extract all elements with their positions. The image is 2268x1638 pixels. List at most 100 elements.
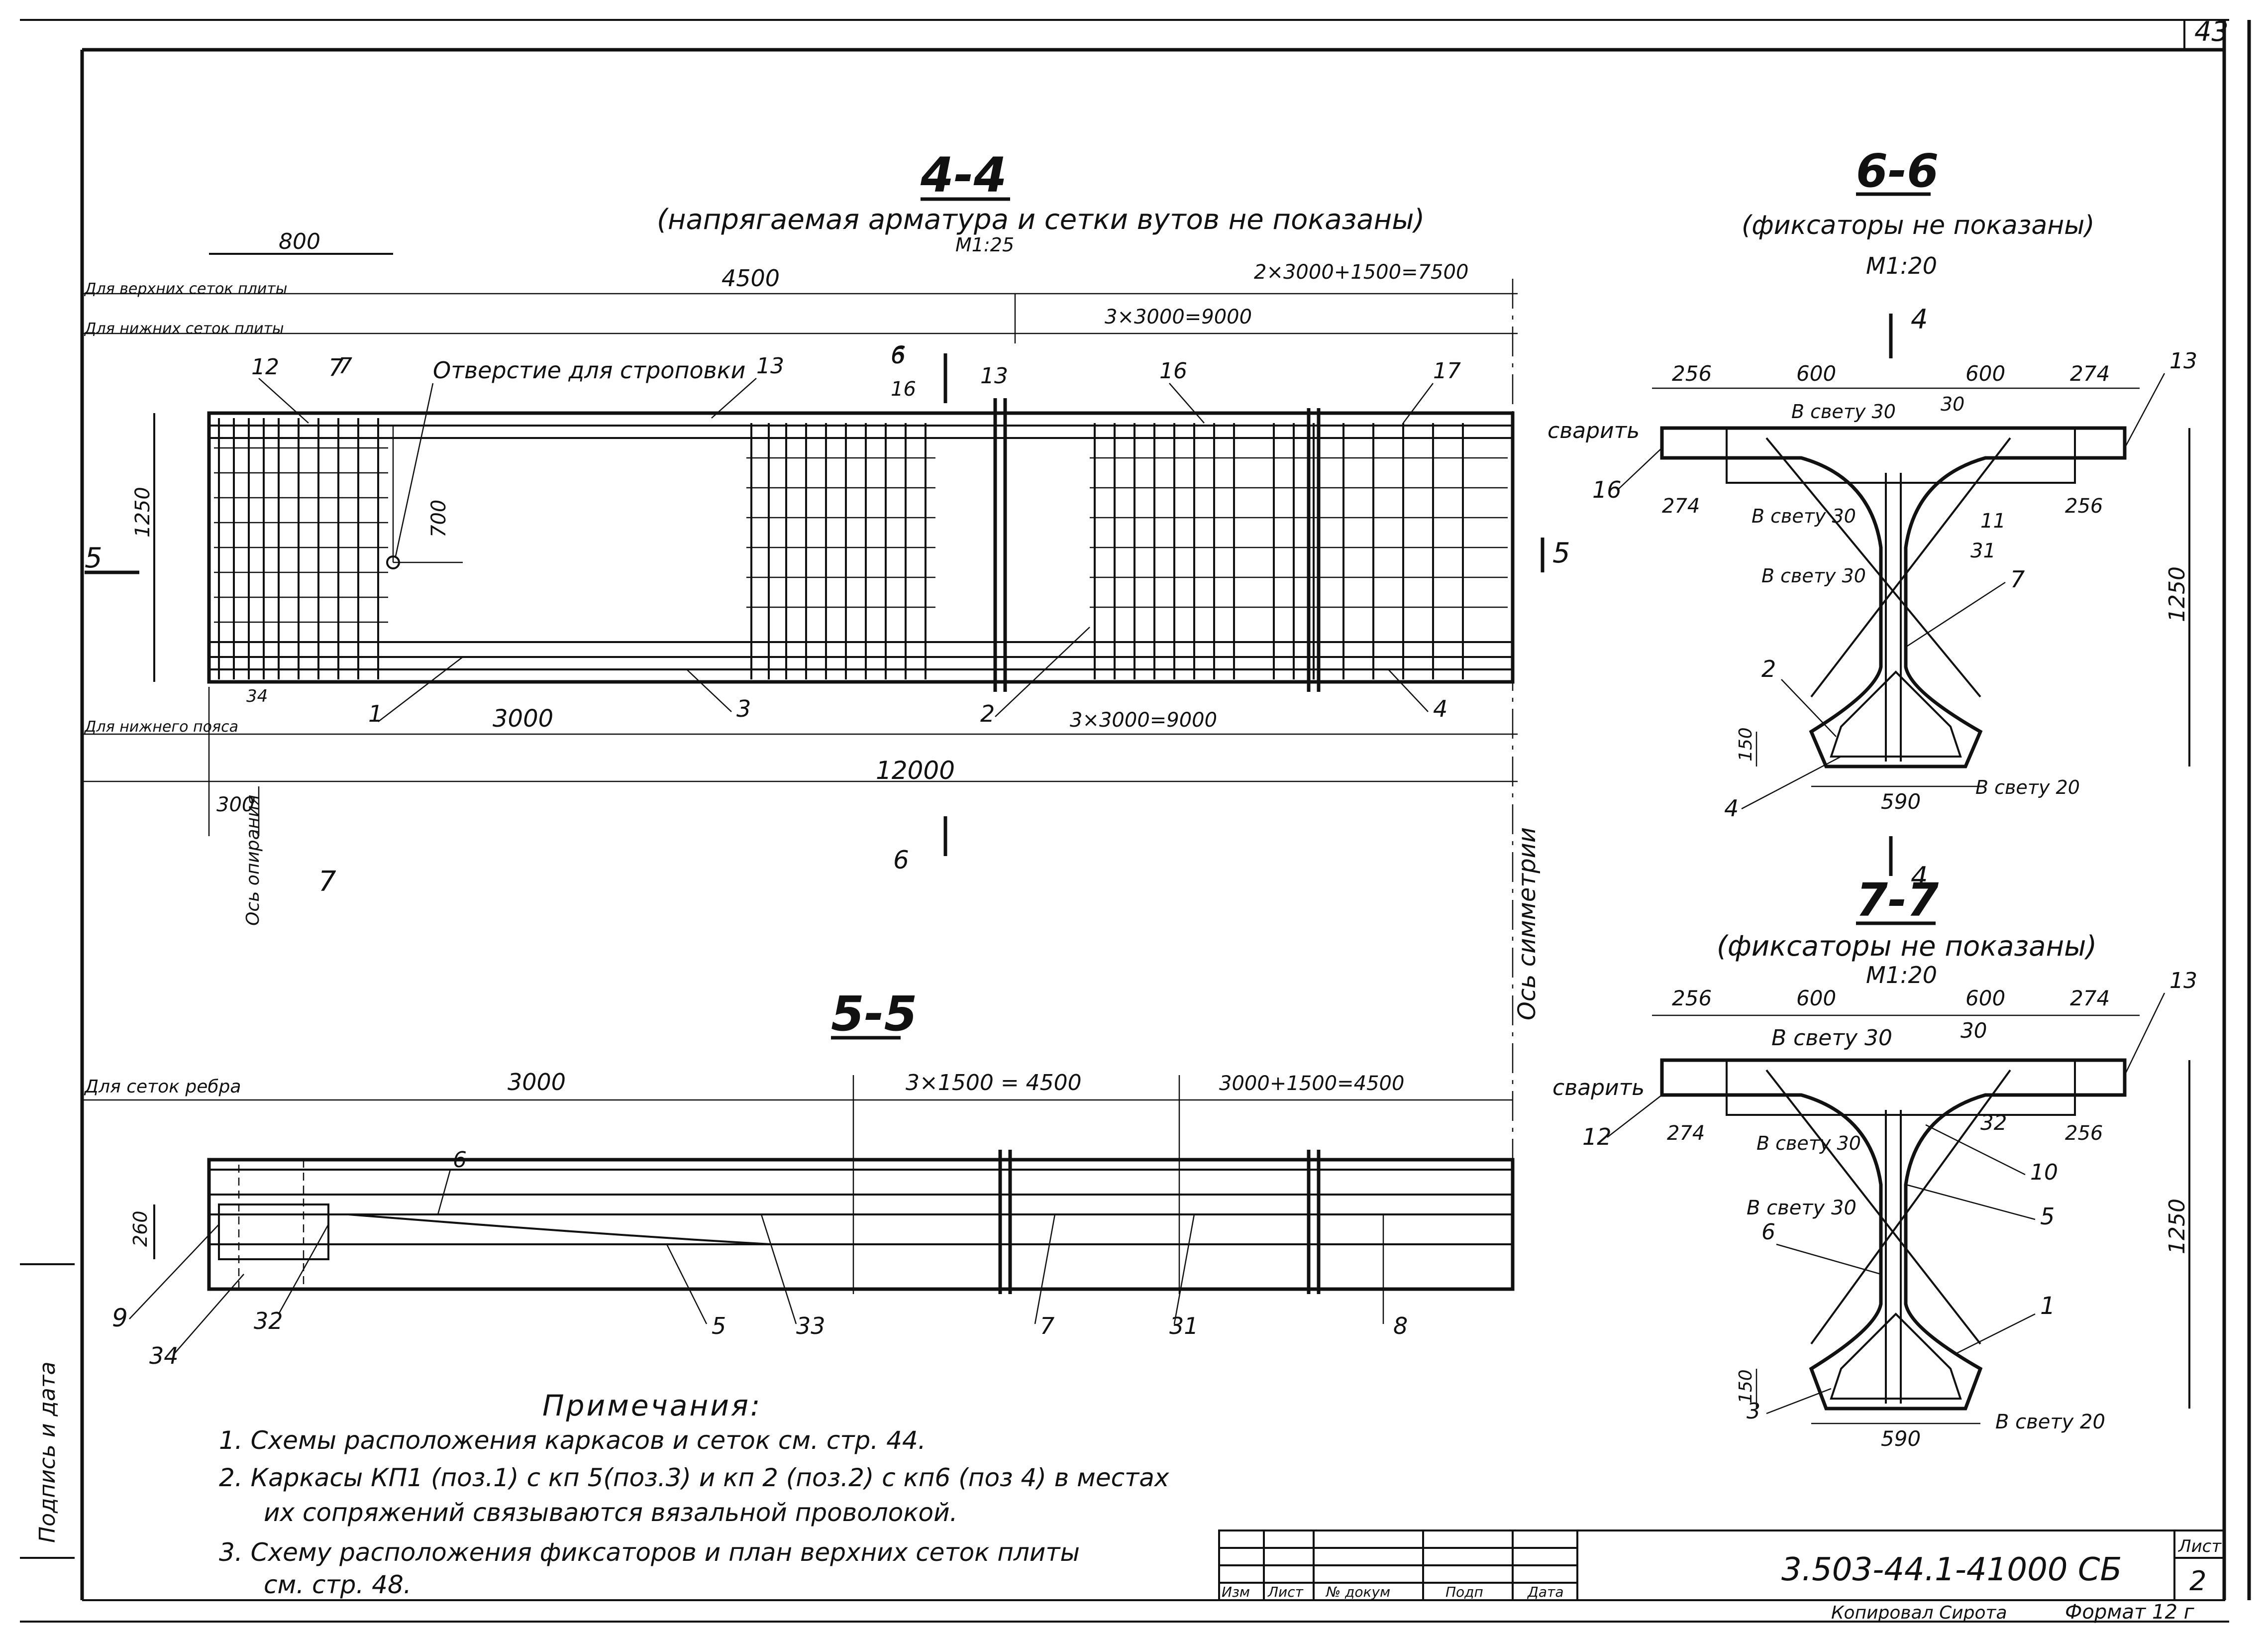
- document-code: 3.503-44.1-41000 СБ: [1781, 1551, 2122, 1588]
- dim-300: 300: [216, 793, 254, 816]
- dim-66-256b: 256: [2065, 495, 2103, 518]
- label-rib-mesh: Для сеток ребра: [84, 1077, 241, 1097]
- callout-77-32: 32: [1980, 1110, 2007, 1135]
- cut-6-bottom: 6: [893, 846, 909, 874]
- section-4-4-subtitle: (напрягаемая арматура и сетки вутов не п…: [657, 204, 1425, 236]
- callout-77-1: 1: [2040, 1292, 2056, 1320]
- notes-heading: Примечания:: [542, 1389, 762, 1422]
- callout-77-3: 3: [1747, 1399, 1760, 1424]
- label-top-mesh: Для верхних сеток плиты: [84, 280, 287, 298]
- clear-77-2: В свету 30: [1756, 1132, 1861, 1154]
- clear-66-1: В свету 30: [1791, 401, 1896, 423]
- clear-77-1: В свету 30: [1771, 1025, 1892, 1051]
- dim-9000-top: 3×3000=9000: [1105, 306, 1252, 328]
- dim-77-600b: 600: [1965, 986, 2005, 1010]
- tb-col-data: Дата: [1527, 1584, 1564, 1600]
- callout-77-10: 10: [2030, 1160, 2058, 1185]
- section-6-6-subtitle: (фиксаторы не показаны): [1742, 211, 2095, 240]
- dim-77-256b: 256: [2065, 1122, 2103, 1145]
- callout-44-16a: 16: [891, 378, 916, 401]
- dim-77-274b: 274: [1667, 1122, 1705, 1145]
- dim-7500: 2×3000+1500=7500: [1254, 261, 1468, 284]
- dim-9000-bottom: 3×3000=9000: [1070, 709, 1217, 732]
- section-7-7-subtitle: (фиксаторы не показаны): [1717, 930, 2097, 963]
- dim-3000-55: 3000: [508, 1069, 566, 1095]
- callout-77-5: 5: [2040, 1203, 2055, 1230]
- callout-66-30: 30: [1941, 393, 1964, 415]
- note-item-3: 3. Схему расположения фиксаторов и план …: [219, 1538, 1080, 1567]
- format: Формат 12 г: [2065, 1601, 2195, 1624]
- label-bottom-mesh: Для нижних сеток плиты: [84, 320, 284, 337]
- callout-66-4: 4: [1724, 795, 1739, 822]
- weld-77: сварить: [1552, 1075, 1645, 1100]
- callout-55-34: 34: [149, 1342, 179, 1369]
- cut-4-top: 4: [1911, 304, 1928, 335]
- dim-4500: 4500: [722, 265, 780, 292]
- dim-4500a: 3×1500 = 4500: [906, 1070, 1082, 1095]
- cage-middle: [746, 423, 935, 679]
- section-4-4-title: 4-4: [920, 147, 1007, 203]
- dim-77-274: 274: [2070, 986, 2110, 1010]
- dim-66-600b: 600: [1965, 361, 2005, 386]
- dim-77-150: 150: [1736, 1369, 1756, 1404]
- sheet-label: Лист: [2177, 1536, 2222, 1556]
- callout-55-6: 6: [453, 1147, 467, 1173]
- dim-66-256: 256: [1672, 361, 1712, 386]
- section-5-5: 5-5 Для сеток ребра 3000 3×1500 = 4500 3…: [82, 986, 1515, 1369]
- clear-66-2: В свету 30: [1752, 505, 1856, 527]
- callout-44-17: 17: [1433, 358, 1461, 384]
- tb-col-list: Лист: [1267, 1584, 1304, 1600]
- dim-77-600a: 600: [1796, 986, 1836, 1010]
- dim-66-590: 590: [1881, 789, 1921, 814]
- copied-by: Копировал Сирота: [1831, 1603, 2007, 1623]
- clear-77-4: В свету 20: [1995, 1411, 2105, 1433]
- label-bottom-belt: Для нижнего пояса: [84, 718, 238, 736]
- callout-44-3: 3: [736, 695, 751, 722]
- dim-3000-44: 3000: [493, 705, 553, 733]
- cage-left: [214, 418, 388, 679]
- sheet-number: 2: [2189, 1565, 2206, 1597]
- dim-34: 34: [246, 686, 268, 706]
- dim-1250-44: 1250: [131, 487, 154, 538]
- callouts-6-6: 13 30 16 11 31 7 2 4: [1592, 348, 2197, 822]
- callout-66-2: 2: [1761, 655, 1776, 682]
- support-axis: Ось опирания: [243, 795, 263, 926]
- tb-col-podp: Подп: [1445, 1584, 1483, 1600]
- dim-66-1250: 1250: [2165, 566, 2190, 622]
- section-6-6: 6-6 (фиксаторы не показаны) М1:20 4 256 …: [1547, 144, 2197, 892]
- callout-44-6: 6: [891, 343, 905, 369]
- section-7-7: 7-7 (фиксаторы не показаны) М1:20 256 60…: [1552, 874, 2197, 1451]
- dim-77-1250: 1250: [2165, 1199, 2190, 1254]
- cage-right: [1090, 423, 1508, 679]
- callout-55-33: 33: [796, 1312, 825, 1339]
- callout-55-32: 32: [254, 1308, 283, 1334]
- callout-44-13b: 13: [980, 363, 1008, 389]
- callout-66-31: 31: [1970, 540, 1996, 562]
- section-4-4: 4-4 (напрягаемая арматура и сетки вутов …: [82, 147, 1570, 1219]
- section-5-5-title: 5-5: [831, 986, 917, 1042]
- dim-12000: 12000: [876, 756, 955, 785]
- callouts-7-7: 13 30 12 32 10 5 6 1 3: [1582, 968, 2197, 1424]
- dim-66-274: 274: [2070, 361, 2110, 386]
- cut-7-bottom: 7: [318, 866, 336, 898]
- note-item-2-cont: их сопряжений связываются вязальной пров…: [264, 1498, 958, 1527]
- dim-700: 700: [427, 500, 450, 538]
- note-item-3-cont: см. стр. 48.: [264, 1570, 412, 1599]
- dim-4500b: 3000+1500=4500: [1219, 1072, 1404, 1095]
- note-item-2: 2. Каркасы КП1 (поз.1) с кп 5(поз.3) и к…: [219, 1463, 1169, 1492]
- cut-6-top: 6: [891, 341, 906, 369]
- callout-66-7: 7: [2010, 566, 2025, 593]
- title-block: [1218, 1529, 2225, 1601]
- callout-44-7: 7: [338, 353, 352, 379]
- hole-label: Отверстие для строповки: [433, 357, 745, 384]
- section-7-7-scale: М1:20: [1866, 962, 1937, 988]
- clear-77-3: В свету 30: [1747, 1197, 1856, 1219]
- callout-44-2: 2: [980, 700, 995, 727]
- cut-4-bottom: 4: [1911, 861, 1928, 892]
- dim-77-590: 590: [1881, 1426, 1921, 1451]
- weld-66: сварить: [1547, 418, 1640, 443]
- callout-55-8: 8: [1393, 1312, 1408, 1339]
- dim-66-600a: 600: [1796, 361, 1836, 386]
- callout-77-6: 6: [1761, 1219, 1775, 1245]
- dim-800: 800: [279, 229, 320, 254]
